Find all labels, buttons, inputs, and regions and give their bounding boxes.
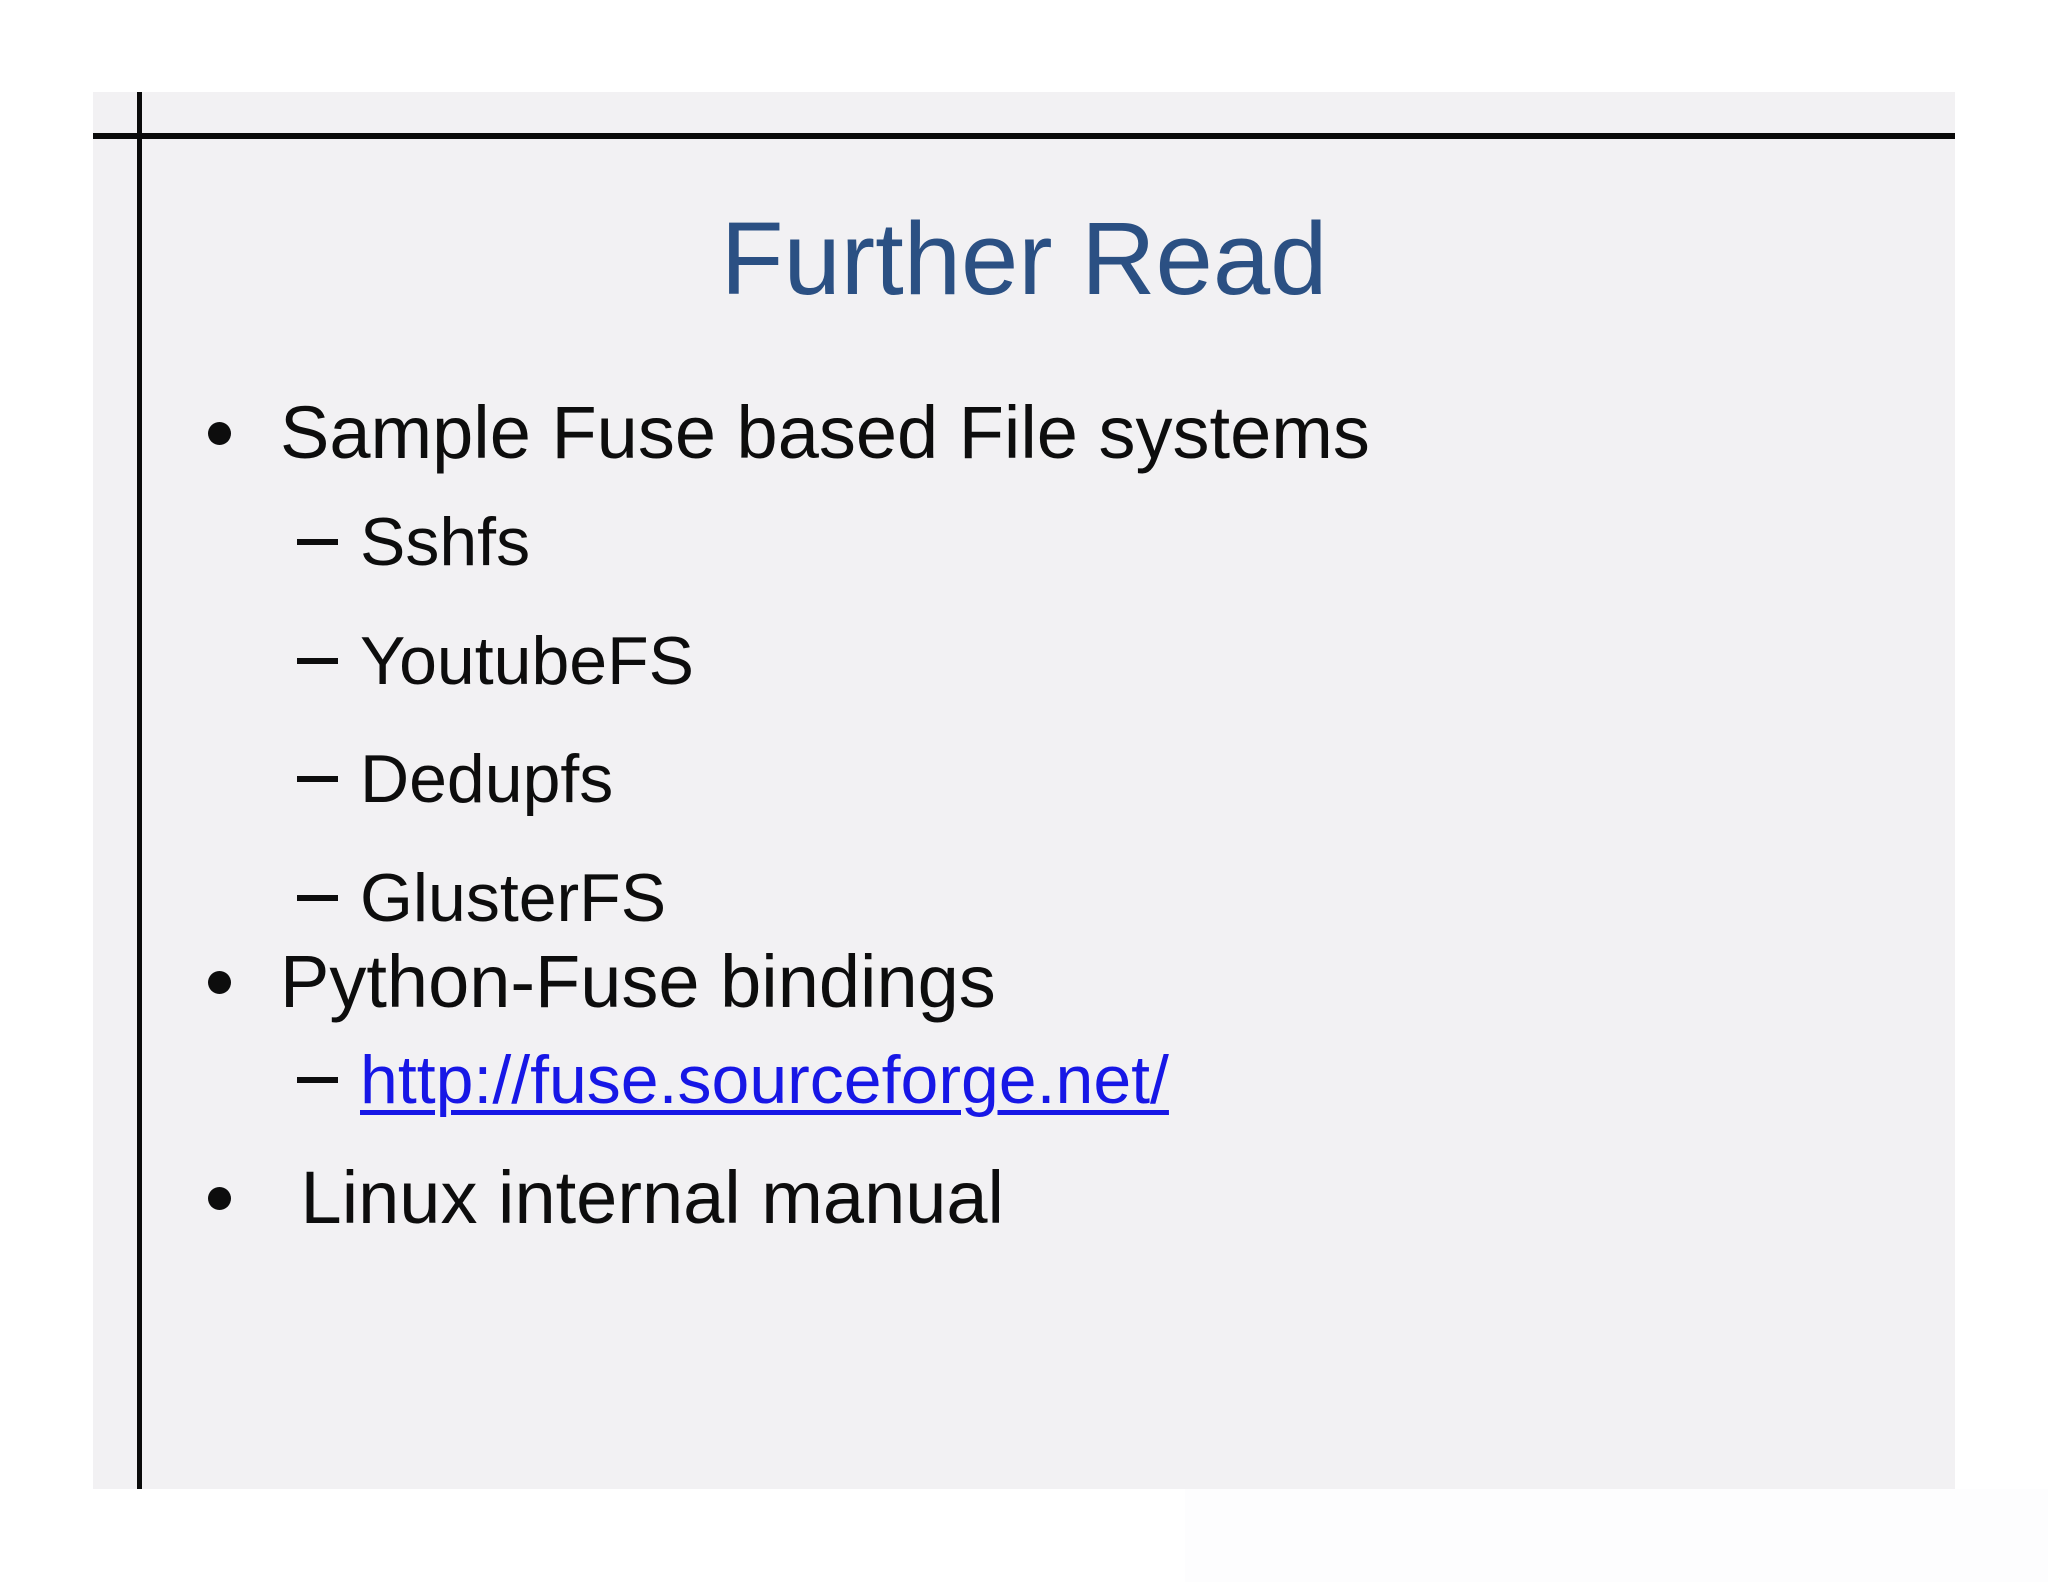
bullet-dash [297,776,338,782]
bullet-item: Linux internal manual [208,1161,1004,1235]
slide-background [93,92,1955,1489]
bullet-dash [297,895,338,901]
bullet-item: Sshfs [297,508,530,576]
horizontal-rule [93,133,1955,139]
bullet-label: Dedupfs [360,741,614,817]
bullet-dot [208,1186,231,1210]
bullet-dash [297,658,338,664]
bullet-label: http://fuse.sourceforge.net/ [360,1046,1169,1114]
bullet-item: Dedupfs [297,745,613,813]
bullet-dash [297,539,338,545]
bullet-item: Sample Fuse based File systems [208,396,1370,470]
bullet-dash [297,1077,338,1083]
bullet-label: Python-Fuse bindings [280,940,996,1023]
bullet-label: Sshfs [360,504,531,580]
bullet-label: Sample Fuse based File systems [280,391,1370,474]
bullet-dot [208,421,231,445]
bullet-dot [208,970,231,994]
bullet-label: GlusterFS [360,860,667,936]
bullet-item: GlusterFS [297,864,666,932]
bullet-label: YoutubeFS [360,623,694,699]
vertical-rule [137,92,142,1489]
slide-title: Further Read [720,201,1328,316]
hyperlink-fuse-sourceforge[interactable]: http://fuse.sourceforge.net/ [360,1042,1169,1118]
bullet-item: YoutubeFS [297,627,694,695]
bullet-item: Python-Fuse bindings [208,945,996,1019]
bottom-right-band [1185,1489,2048,1582]
bullet-item: http://fuse.sourceforge.net/ [297,1046,1169,1114]
bullet-label: Linux internal manual [280,1156,1004,1239]
